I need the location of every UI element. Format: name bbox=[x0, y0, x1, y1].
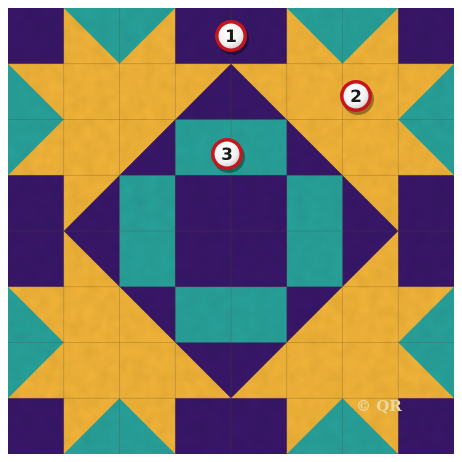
marker-label: 2 bbox=[350, 87, 362, 107]
corner-square bbox=[8, 8, 64, 64]
edge-square bbox=[175, 398, 231, 454]
edge-square bbox=[398, 175, 454, 231]
edge-square bbox=[398, 231, 454, 287]
edge-square bbox=[8, 231, 64, 287]
corner-square bbox=[8, 398, 64, 454]
marker-label: 3 bbox=[221, 145, 233, 165]
edge-square bbox=[8, 175, 64, 231]
corner-square bbox=[398, 8, 454, 64]
marker-label: 1 bbox=[225, 27, 237, 47]
edge-square bbox=[231, 398, 287, 454]
copyright-watermark: © QR bbox=[356, 397, 402, 415]
corner-square bbox=[398, 398, 454, 454]
quilt-block: 1 2 3 © QR bbox=[8, 8, 454, 454]
